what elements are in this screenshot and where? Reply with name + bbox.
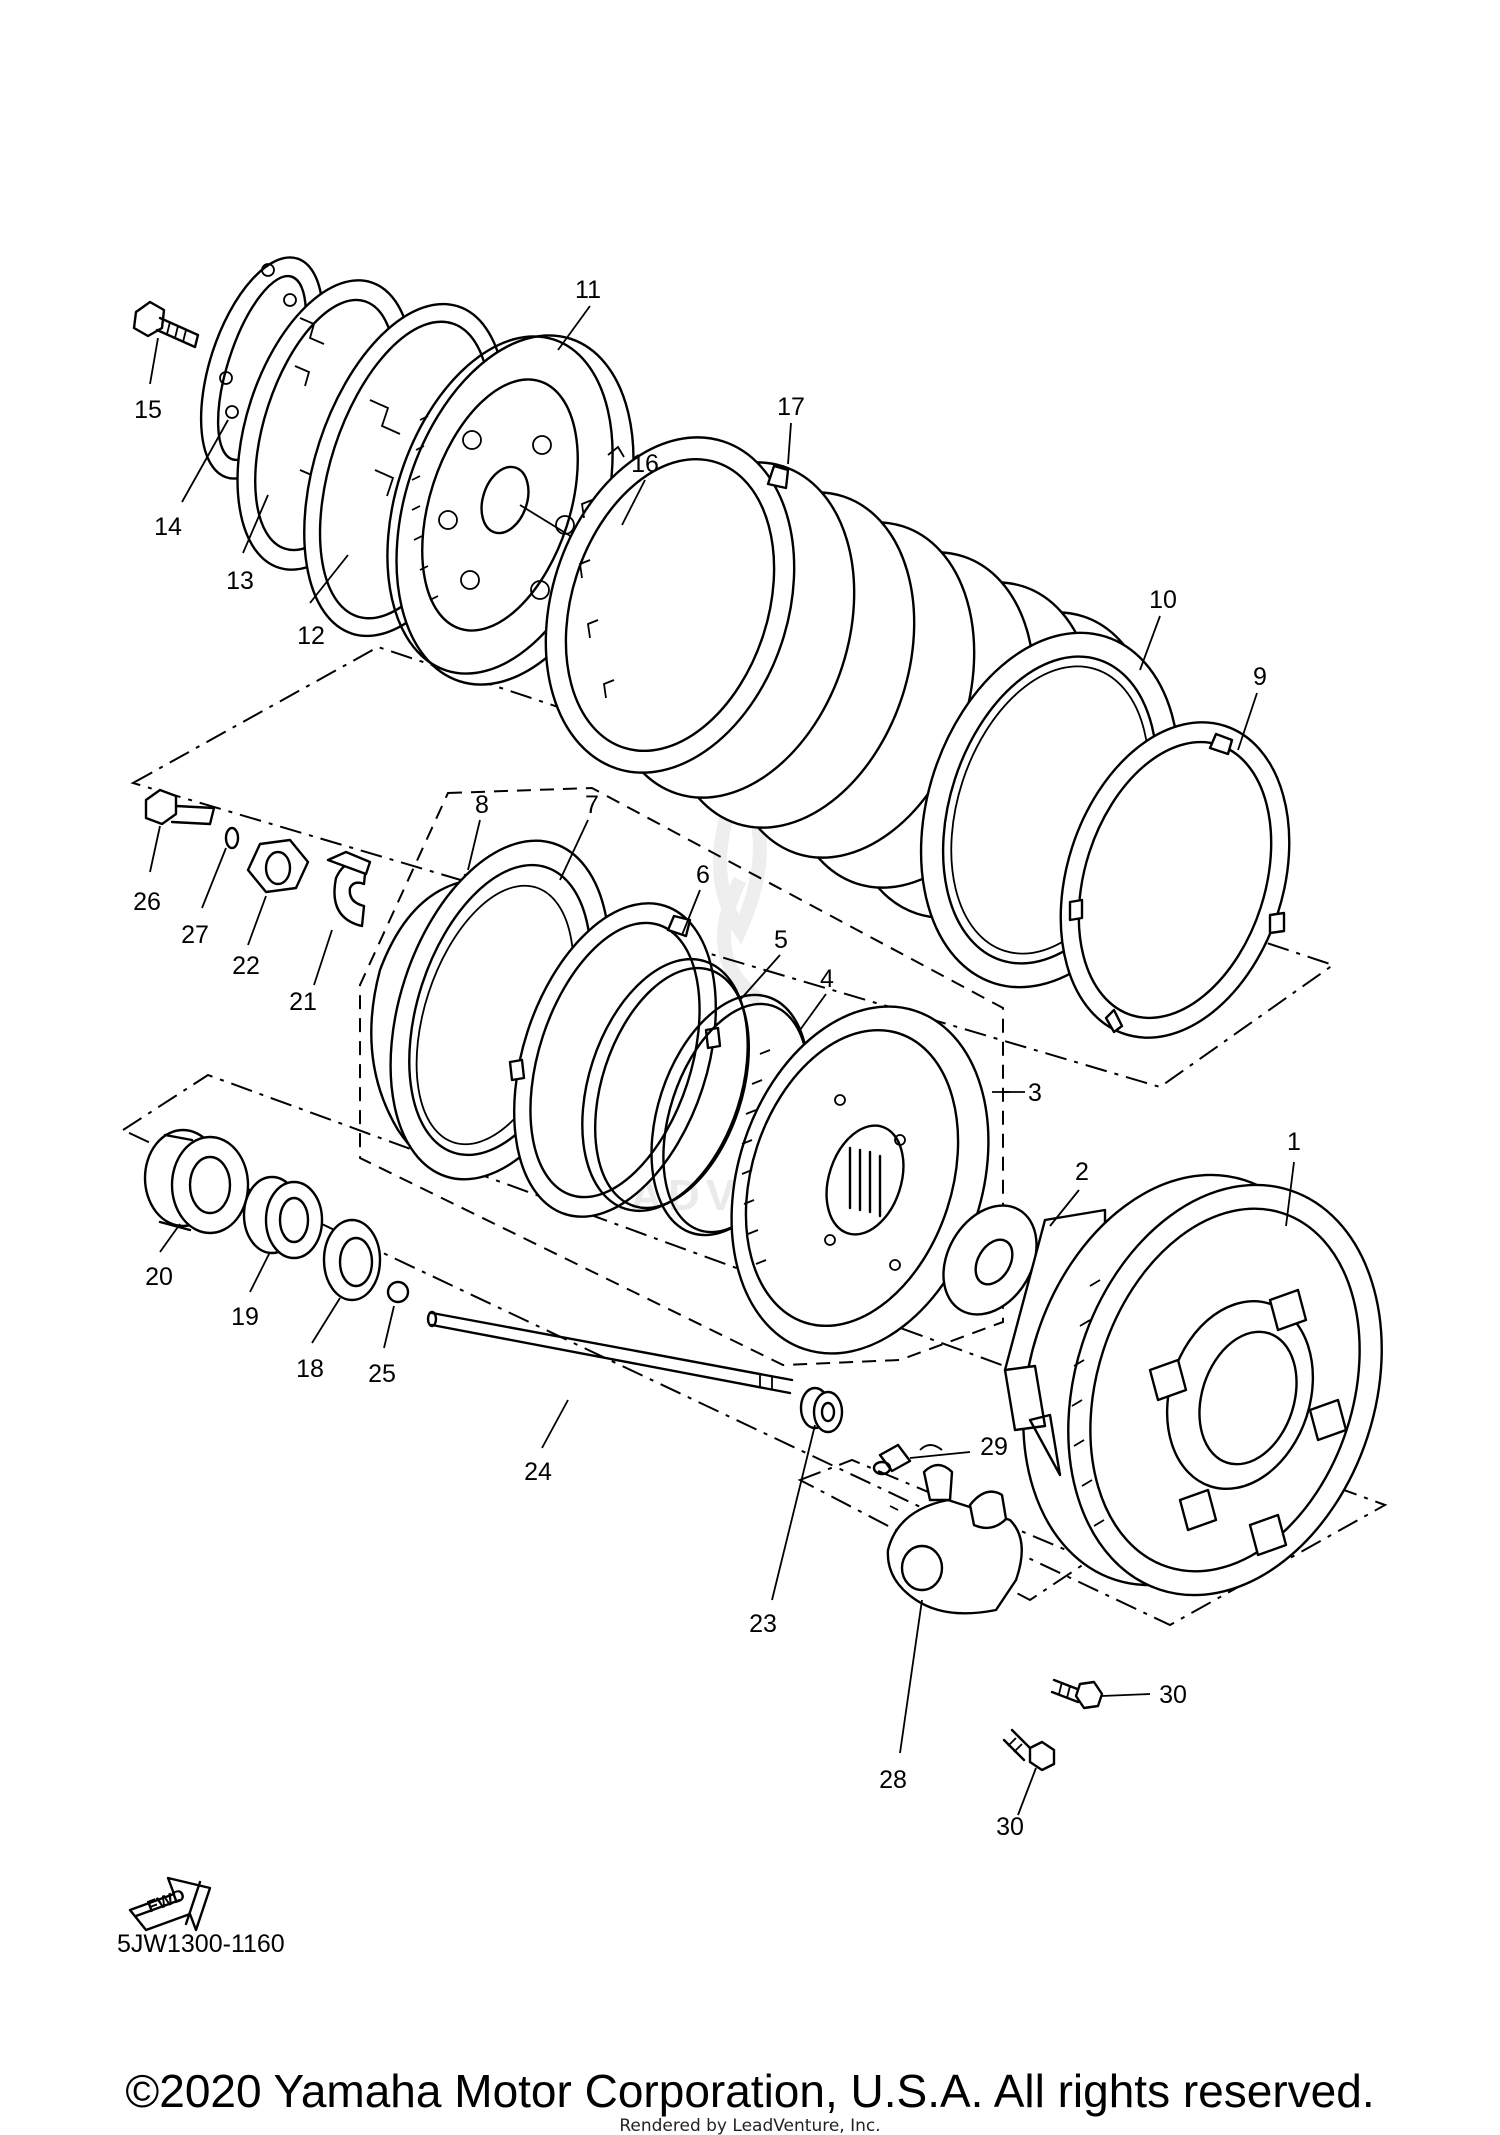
callout-20: 20 [145,1263,173,1291]
copyright-text: ©2020 Yamaha Motor Corporation, U.S.A. A… [125,2065,1374,2117]
callout-25: 25 [368,1360,396,1388]
diagram-code: 5JW1300-1160 [117,1930,285,1958]
callout-17: 17 [777,393,805,421]
callout-13: 13 [226,567,254,595]
part-3-clutch-boss[interactable] [689,973,1031,1387]
part-18-oil-seal[interactable] [322,1218,382,1302]
callout-7: 7 [585,791,599,819]
part-29-dowel[interactable] [872,1443,912,1476]
part-1-clutch-housing[interactable] [972,1134,1432,1636]
callout-11: 11 [575,276,601,304]
callout-29: 29 [980,1433,1008,1461]
callout-26: 26 [133,888,161,916]
part-30-bolt-lower[interactable] [1002,1728,1056,1772]
callout-1: 1 [1287,1128,1301,1156]
plates-group-outline [130,645,1336,1089]
part-28-release-cylinder[interactable] [886,1444,1023,1615]
callout-23: 23 [749,1610,777,1638]
callout-8: 8 [475,791,489,819]
callout-18: 18 [296,1355,324,1383]
part-9-friction-plate[interactable] [1022,693,1328,1068]
callout-30-lower: 30 [996,1813,1024,1841]
callout-30-upper: 30 [1159,1681,1187,1709]
callout-24: 24 [524,1458,552,1486]
part-23-push-rod-collar[interactable] [799,1386,844,1434]
leader-lines [149,305,1295,1816]
part-22-nut[interactable] [246,838,310,894]
callout-12: 12 [297,622,325,650]
callout-10: 10 [1149,586,1177,614]
part-21-lock-washer[interactable] [326,850,372,928]
part-27-o-ring[interactable] [224,826,240,850]
fwd-arrow-icon: FWD [128,1876,212,1932]
callout-labels: 1 2 3 4 5 6 7 8 9 10 11 12 13 14 15 16 1… [133,276,1301,1841]
shaft-group-outline [120,1073,1388,1627]
callout-27: 27 [181,921,209,949]
part-5-spring[interactable] [553,938,778,1232]
callout-6: 6 [696,861,710,889]
callout-28: 28 [879,1766,907,1794]
callout-16: 16 [631,450,659,478]
part-24-push-rod[interactable] [426,1310,794,1395]
callout-21: 21 [289,988,317,1016]
callout-14: 14 [154,513,182,541]
part-2-thrust-washer[interactable] [925,1189,1056,1331]
part-15-bolt[interactable] [132,300,200,349]
part-20-collar[interactable] [143,1128,250,1235]
callout-4: 4 [820,965,834,993]
boss-subassembly-outline [359,786,1004,1367]
callout-5: 5 [774,926,788,954]
callout-2: 2 [1075,1158,1089,1186]
callout-22: 22 [232,952,260,980]
callout-19: 19 [231,1303,259,1331]
part-19-bushing[interactable] [242,1175,324,1260]
rendered-by-text: Rendered by LeadVenture, Inc. [619,2116,880,2135]
part-30-bolt-upper[interactable] [1050,1678,1104,1710]
part-26-bolt[interactable] [144,788,216,826]
callout-15: 15 [134,396,162,424]
callout-9: 9 [1253,663,1267,691]
part-25-ball[interactable] [386,1280,410,1304]
callout-3: 3 [1028,1079,1042,1107]
